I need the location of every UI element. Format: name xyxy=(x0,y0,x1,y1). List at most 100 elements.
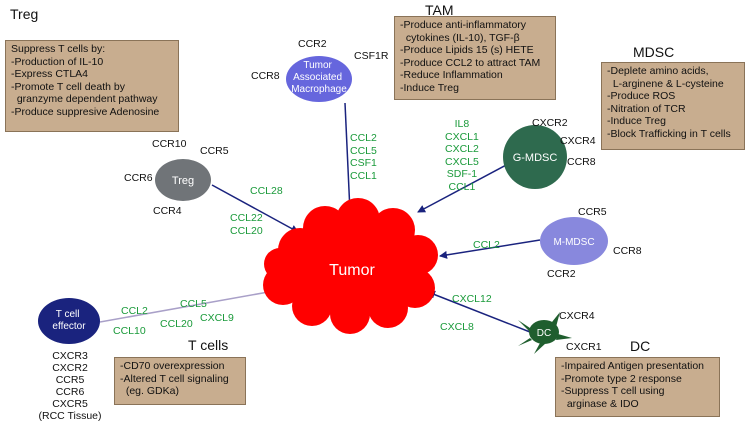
g-mdsc-chemokine: IL8 xyxy=(454,118,470,130)
tam-heading: TAM xyxy=(425,2,454,18)
t-cell-node-label: T cell effector xyxy=(52,309,86,332)
tam-chemokine: CSF1 xyxy=(350,157,377,169)
dc-desc-line: -Suppress T cell using xyxy=(561,385,665,397)
mdsc-desc-line: -Block Trafficking in T cells xyxy=(607,127,731,140)
tam-node-label-line-2: Associated xyxy=(293,72,342,83)
m-mdsc-receptor-label: CCR2 xyxy=(547,268,576,280)
g-mdsc-chemokine-list: IL8 CXCL1 CXCL2 CXCL5 SDF-1 CCL1 xyxy=(445,118,479,193)
mdsc-desc-line: -Deplete amino acids, xyxy=(607,65,709,77)
t-cell-node xyxy=(38,298,100,344)
m-mdsc-node-label: M-MDSC xyxy=(553,237,594,248)
tam-chemokine: CCL5 xyxy=(350,144,377,157)
t-cell-chemokine: CCL5 xyxy=(180,298,207,310)
t-cells-desc-line: -CD70 overexpression xyxy=(120,360,225,372)
t-cells-heading: T cells xyxy=(188,337,229,353)
dc-chemokine: CXCL8 xyxy=(440,321,474,333)
dc-node xyxy=(518,312,572,354)
treg-heading: Treg xyxy=(10,6,39,22)
m-mdsc-node xyxy=(540,217,608,265)
m-mdsc-receptor-label: CCR8 xyxy=(613,245,642,257)
treg-desc-line: -Promote T cell death by xyxy=(11,80,126,93)
arrow-tcell-to-tumor xyxy=(99,288,275,323)
mdsc-desc-line: -Induce Treg xyxy=(607,115,666,127)
m-mdsc-receptor-label: CCR5 xyxy=(578,206,607,218)
tam-chemokine: CCL2 xyxy=(350,132,377,144)
mdsc-desc-line: -Nitration of TCR xyxy=(607,102,686,115)
arrow-treg-to-tumor xyxy=(211,184,299,233)
g-mdsc-node-label: G-MDSC xyxy=(513,152,558,164)
tam-desc-line: -Produce Lipids 15 (s) HETE xyxy=(400,44,534,56)
tam-receptor-label: CSF1R xyxy=(354,50,389,62)
dc-desc-line: -Promote type 2 response xyxy=(561,372,682,385)
t-cells-description-box: -CD70 overexpression -Altered T cell sig… xyxy=(114,357,246,405)
dc-description-box: -Impaired Antigen presentation -Promote … xyxy=(555,357,720,417)
t-cell-receptor: CCR6 xyxy=(55,386,85,398)
t-cell-chemokine: CXCL9 xyxy=(200,312,234,324)
treg-desc-line: -Produce suppresive Adenosine xyxy=(11,105,160,118)
tam-node-label-line-3: Macrophage xyxy=(291,84,347,95)
treg-chemokine: CCL20 xyxy=(230,224,263,237)
t-cell-receptor: (RCC Tissue) xyxy=(38,410,102,422)
g-mdsc-chemokine: CXCL5 xyxy=(445,155,479,168)
tam-desc-line: -Produce CCL2 to attract TAM xyxy=(400,56,541,69)
tam-node-label-line-1: Tumor xyxy=(303,60,332,71)
tumor-cloud xyxy=(263,198,438,334)
tam-chemokine-list: CCL2 CCL5 CSF1 CCL1 xyxy=(350,132,377,182)
tam-desc-line: -Induce Treg xyxy=(400,81,459,94)
tam-desc-line: -Produce anti-inflammatory xyxy=(400,19,527,31)
tam-desc-line: cytokines (IL-10), TGF-β xyxy=(400,31,520,44)
treg-desc-line: granzyme dependent pathway xyxy=(11,93,158,105)
mdsc-desc-line: L-arginene & L-cysteine xyxy=(607,77,724,90)
mdsc-desc-line: -Produce ROS xyxy=(607,90,676,102)
tam-node-label: Tumor Associated Macrophage xyxy=(291,60,347,95)
treg-receptor-label: CCR4 xyxy=(153,205,182,217)
treg-chemokine: CCL22 xyxy=(230,212,263,224)
dc-receptor-label: CXCR4 xyxy=(559,310,595,322)
arrow-gmdsc-to-tumor xyxy=(417,162,511,213)
g-mdsc-receptor-label: CCR8 xyxy=(567,156,596,168)
tam-node xyxy=(286,56,352,102)
g-mdsc-chemokine: CXCL1 xyxy=(445,130,479,143)
dc-heading: DC xyxy=(630,338,651,354)
t-cell-chemokine: CCL2 xyxy=(121,305,148,317)
tam-description-box: -Produce anti-inflammatory cytokines (IL… xyxy=(394,16,556,100)
treg-receptor-label: CCR6 xyxy=(124,172,153,184)
mdsc-heading: MDSC xyxy=(633,44,675,60)
treg-node xyxy=(155,159,211,201)
t-cell-chemokine: CCL20 xyxy=(160,318,193,330)
arrow-dc-to-tumor xyxy=(427,290,531,333)
treg-receptor-label: CCR5 xyxy=(200,145,229,157)
t-cell-receptor: CCR5 xyxy=(55,374,85,386)
t-cell-receptor: CXCR3 xyxy=(52,350,88,362)
arrow-tam-to-tumor xyxy=(344,102,354,213)
dc-desc-line: -Impaired Antigen presentation xyxy=(561,360,705,372)
g-mdsc-chemokine: CXCL2 xyxy=(445,143,479,155)
arrow-mmdsc-to-tumor xyxy=(439,239,541,259)
treg-chemokine-list-b: CCL22 CCL20 xyxy=(230,212,263,237)
treg-desc-line: -Production of IL-10 xyxy=(11,55,104,68)
tumor-label: Tumor xyxy=(329,262,375,279)
treg-description-box: Suppress T cells by: -Production of IL-1… xyxy=(5,40,179,132)
g-mdsc-chemokine: CCL1 xyxy=(448,180,476,193)
t-cell-chemokine: CCL10 xyxy=(113,325,146,337)
t-cell-receptor: CXCR2 xyxy=(52,362,88,374)
treg-node-label: Treg xyxy=(172,175,194,187)
g-mdsc-receptor-label: CXCR4 xyxy=(560,135,596,147)
mdsc-description-box: -Deplete amino acids, L-arginene & L-cys… xyxy=(601,62,745,150)
m-mdsc-chemokine: CCL2 xyxy=(473,239,500,251)
t-cells-desc-line: -Altered T cell signaling xyxy=(120,372,229,385)
g-mdsc-chemokine: SDF-1 xyxy=(446,168,478,180)
treg-chemokine-a: CCL28 xyxy=(250,185,283,197)
treg-desc-line: -Express CTLA4 xyxy=(11,68,89,80)
tam-chemokine: CCL1 xyxy=(350,169,377,182)
dc-receptor-label: CXCR1 xyxy=(566,341,602,353)
t-cells-desc-line: (eg. GDKa) xyxy=(120,385,179,397)
dc-chemokine: CXCL12 xyxy=(452,293,492,305)
t-cell-receptor-list: CXCR3 CXCR2 CCR5 CCR6 CXCR5 (RCC Tissue) xyxy=(30,350,110,422)
dc-node-label: DC xyxy=(537,328,551,339)
t-cell-node-label-line-1: T cell xyxy=(56,309,80,320)
t-cell-node-label-line-2: effector xyxy=(52,321,86,332)
g-mdsc-receptor-label: CXCR2 xyxy=(532,117,568,129)
tam-desc-line: -Reduce Inflammation xyxy=(400,69,503,81)
